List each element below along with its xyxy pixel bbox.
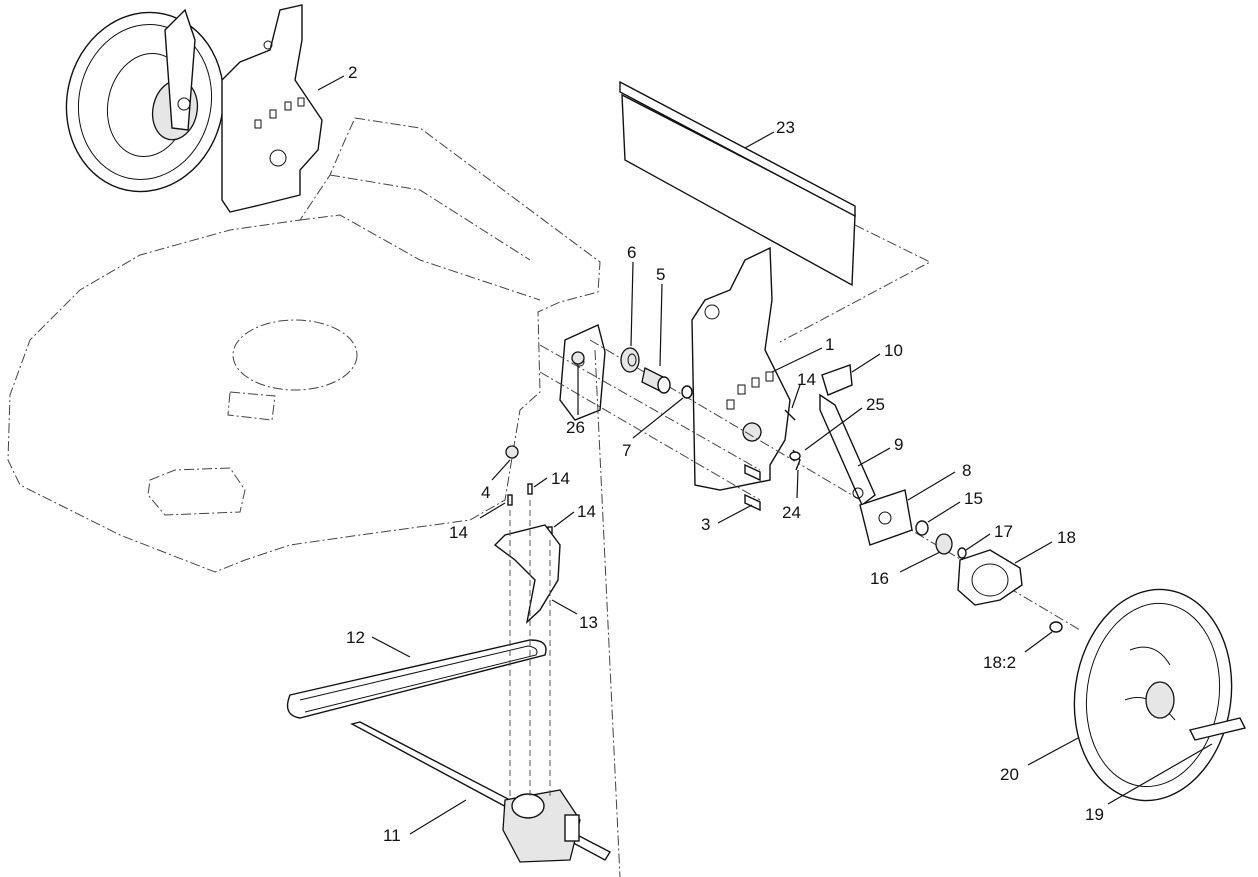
left-wheel: [65, 8, 225, 193]
callout-25: 25: [866, 395, 885, 414]
leader-1: [771, 347, 823, 373]
screw-14-left: [507, 494, 513, 506]
callout-20: 20: [1000, 765, 1019, 784]
bearing: [620, 347, 640, 373]
nut-4: [505, 445, 519, 459]
callout-6: 6: [627, 243, 636, 262]
callout-3: 3: [701, 515, 710, 534]
pinion-gear: [935, 533, 953, 555]
pivot-plate: [859, 489, 913, 546]
callout-12: 12: [346, 628, 365, 647]
callout-17: 17: [994, 522, 1013, 541]
screw-14-mid: [527, 483, 533, 495]
drive-belt: [286, 639, 547, 719]
callout-14d: 14: [577, 502, 596, 521]
leader-14d: [553, 511, 575, 528]
callout-15: 15: [964, 489, 983, 508]
callout-23: 23: [776, 118, 795, 137]
leader-9: [857, 447, 891, 467]
leader-13: [551, 599, 578, 615]
pivot-plate-hole: [878, 511, 892, 525]
washer-15: [915, 520, 929, 536]
callout-26: 26: [566, 418, 585, 437]
alignment-line-4: [594, 349, 621, 877]
leader-24: [796, 469, 799, 499]
height-adjust-lever: [819, 364, 876, 507]
leader-2: [317, 75, 345, 91]
leader-11: [409, 799, 467, 835]
callout-4: 4: [481, 483, 490, 502]
drive-hub: [957, 549, 1023, 606]
callout-9: 9: [894, 435, 903, 454]
callout-18: 18: [1057, 528, 1076, 547]
leader-23: [744, 131, 775, 149]
callout-14b: 14: [551, 469, 570, 488]
leader-14a: [791, 384, 801, 409]
callout-14c: 14: [449, 523, 468, 542]
deck-bracket: [559, 324, 606, 421]
rear-flap: [619, 80, 932, 343]
callout-11: 11: [383, 826, 401, 845]
callout-1: 1: [825, 335, 834, 354]
leader-16: [899, 551, 941, 573]
callout-13: 13: [579, 613, 598, 632]
retaining-ring: [957, 547, 967, 559]
leader-8: [907, 471, 956, 501]
right-wheel: [1073, 588, 1233, 802]
washer-18-2: [1049, 621, 1063, 633]
right-side-plate: [691, 246, 791, 491]
bolt-centerline-lower: [539, 371, 761, 501]
leader-3: [717, 504, 753, 524]
leader-25: [804, 407, 863, 451]
leader-5: [659, 283, 663, 367]
pin: [789, 451, 801, 461]
callout-8: 8: [962, 461, 971, 480]
leader-18: [1014, 541, 1053, 564]
callout-14a: 14: [797, 370, 816, 389]
leader-10: [851, 353, 881, 373]
leader-20: [1027, 737, 1079, 766]
screw-14-upper: [784, 409, 796, 421]
leader-18-2: [1024, 631, 1053, 653]
leader-6: [630, 261, 634, 347]
bushing: [681, 385, 693, 399]
wheel-bolt: [1188, 717, 1247, 741]
nut-26: [571, 351, 585, 365]
left-side-plate: [221, 4, 323, 213]
bolts-3: [744, 463, 761, 512]
leader-19: [1107, 743, 1213, 805]
callout-5: 5: [656, 265, 665, 284]
belt-cover: [493, 524, 561, 624]
leader-14c: [533, 477, 548, 488]
mower-deck: [7, 117, 601, 573]
leader-12: [371, 636, 411, 658]
leader-17: [965, 533, 991, 551]
leader-14b: [479, 502, 506, 519]
leader-7: [632, 397, 684, 439]
leader-4: [491, 459, 511, 481]
callout-16: 16: [870, 569, 889, 588]
spacer: [641, 367, 671, 394]
callout-18-2: 18:2: [983, 653, 1016, 672]
callout-19: 19: [1085, 805, 1104, 824]
leader-15: [927, 501, 961, 523]
callout-24: 24: [782, 503, 801, 522]
transmission: [350, 721, 611, 863]
bolt-centerline-upper: [539, 344, 761, 471]
callout-10: 10: [884, 341, 903, 360]
callout-2: 2: [348, 63, 357, 82]
callout-7: 7: [622, 441, 631, 460]
